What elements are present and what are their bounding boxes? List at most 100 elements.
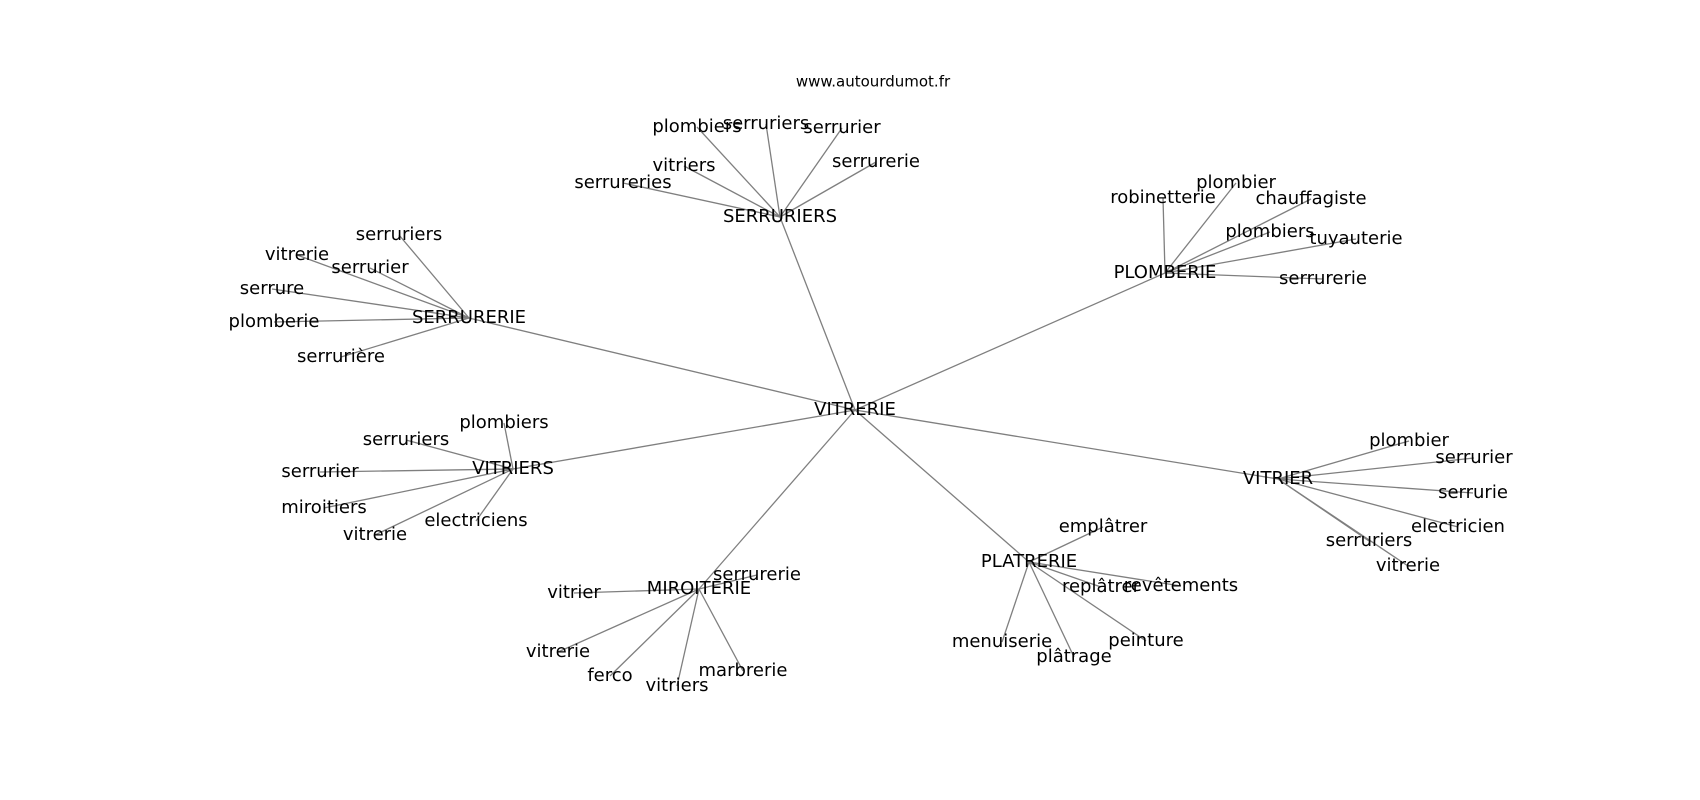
edge-cluster-to-word [557, 588, 700, 653]
related-word-node: electriciens [424, 510, 527, 531]
edge-cluster-to-word [1164, 198, 1312, 274]
related-word-node: serruriers [723, 113, 810, 134]
center-word-node: VITRERIE [814, 399, 896, 420]
related-word-node: vitrerie [343, 524, 407, 545]
edge-cluster-to-word [1028, 561, 1182, 587]
related-word-node: vitrerie [526, 641, 590, 662]
related-word-node: serruriers [363, 429, 450, 450]
related-word-node: revêtements [1124, 575, 1238, 596]
related-word-node: electricien [1411, 516, 1505, 537]
cluster-word-node: SERRURERIE [412, 307, 526, 328]
related-word-node: plombier [1369, 430, 1449, 451]
edge-cluster-to-word [573, 588, 700, 594]
cluster-word-node: PLOMBERIE [1114, 262, 1217, 283]
related-word-node: serrurerie [1279, 268, 1367, 289]
edge-cluster-to-word [475, 468, 514, 522]
related-word-node: peinture [1108, 630, 1183, 651]
edge-cluster-to-word [698, 588, 744, 672]
related-word-node: serrurière [297, 346, 385, 367]
edge-cluster-to-word [369, 267, 470, 319]
related-word-node: serruriers [356, 224, 443, 245]
edge-cluster-to-word [323, 468, 514, 509]
related-word-node: vitrier [547, 582, 601, 603]
related-word-node: serrurerie [832, 151, 920, 172]
edge-cluster-to-word [1028, 561, 1147, 642]
cluster-word-node: SERRURIERS [723, 206, 837, 227]
edge-cluster-to-word [1277, 478, 1459, 528]
edge-center-to-cluster [468, 317, 856, 411]
related-word-node: serrurie [1438, 482, 1508, 503]
edge-center-to-cluster [698, 409, 856, 590]
related-word-node: plomberie [229, 311, 320, 332]
edge-center-to-cluster [854, 409, 1030, 563]
edge-cluster-to-word [1277, 478, 1409, 567]
cluster-word-node: MIROITERIE [647, 578, 751, 599]
edge-cluster-to-word [683, 165, 781, 218]
cluster-word-node: PLATRERIE [981, 551, 1077, 572]
edge-cluster-to-word [1028, 561, 1075, 658]
edge-cluster-to-word [271, 288, 470, 319]
related-word-node: serrurier [803, 117, 881, 138]
related-word-node: vitrerie [265, 244, 329, 265]
related-word-node: vitriers [646, 675, 709, 696]
edge-cluster-to-word [765, 123, 781, 218]
edge-cluster-to-word [1028, 561, 1102, 588]
related-word-node: marbrerie [699, 660, 788, 681]
edge-cluster-to-word [609, 588, 700, 677]
edge-cluster-to-word [503, 422, 514, 470]
edge-center-to-cluster [854, 272, 1166, 411]
edge-cluster-to-word [1028, 526, 1104, 563]
edge-cluster-to-word [676, 588, 700, 687]
edge-cluster-to-word [1164, 182, 1237, 274]
edge-center-to-cluster [512, 409, 856, 470]
graph-labels: www.autourdumot.fr VITRERIE SERRURIERS plo… [229, 73, 1514, 697]
related-word-node: vitriers [653, 155, 716, 176]
edge-cluster-to-word [1164, 231, 1271, 274]
related-word-node: menuiserie [952, 631, 1052, 652]
edge-cluster-to-word [1277, 478, 1474, 494]
edge-cluster-to-word [1277, 440, 1410, 480]
edge-cluster-to-word [340, 317, 470, 358]
edge-cluster-to-word [1001, 561, 1030, 643]
edge-cluster-to-word [1164, 272, 1324, 280]
related-word-node: plombier [1196, 172, 1276, 193]
edge-cluster-to-word [779, 127, 843, 218]
edge-center-to-cluster [854, 409, 1279, 480]
related-word-node: plombiers [459, 412, 548, 433]
related-word-node: robinetterie [1110, 187, 1216, 208]
cluster-word-node: VITRIERS [472, 458, 554, 479]
related-word-node: plâtrage [1036, 646, 1111, 667]
graph-edges [271, 123, 1475, 687]
edge-cluster-to-word [622, 182, 781, 218]
related-word-node: vitrerie [1376, 555, 1440, 576]
edge-cluster-to-word [1277, 457, 1475, 480]
source-watermark: www.autourdumot.fr [796, 73, 951, 91]
edge-cluster-to-word [273, 317, 470, 323]
related-word-node: plombiers [652, 116, 741, 137]
related-word-node: replâtrer [1062, 576, 1141, 597]
edge-cluster-to-word [698, 574, 758, 590]
edge-cluster-to-word [296, 254, 470, 319]
related-word-node: serrurerie [713, 564, 801, 585]
related-word-node: tuyauterie [1309, 228, 1402, 249]
edge-cluster-to-word [1164, 238, 1357, 274]
related-word-node: serruriers [1326, 530, 1413, 551]
edge-cluster-to-word [1162, 197, 1166, 274]
edge-cluster-to-word [319, 468, 514, 473]
edge-cluster-to-word [374, 468, 514, 536]
edge-cluster-to-word [405, 439, 514, 470]
cluster-word-node: VITRIER [1243, 468, 1313, 489]
related-word-node: chauffagiste [1255, 188, 1366, 209]
related-word-node: serrureries [574, 172, 671, 193]
related-word-node: serrurier [1435, 447, 1513, 468]
related-word-node: serrure [240, 278, 304, 299]
related-word-node: emplâtrer [1059, 516, 1148, 537]
edge-center-to-cluster [779, 216, 856, 411]
edge-cluster-to-word [779, 161, 877, 218]
related-word-node: serrurier [281, 461, 359, 482]
related-word-node: ferco [587, 665, 632, 686]
edge-cluster-to-word [398, 234, 470, 319]
edge-cluster-to-word [696, 126, 781, 218]
related-word-node: plombiers [1225, 221, 1314, 242]
